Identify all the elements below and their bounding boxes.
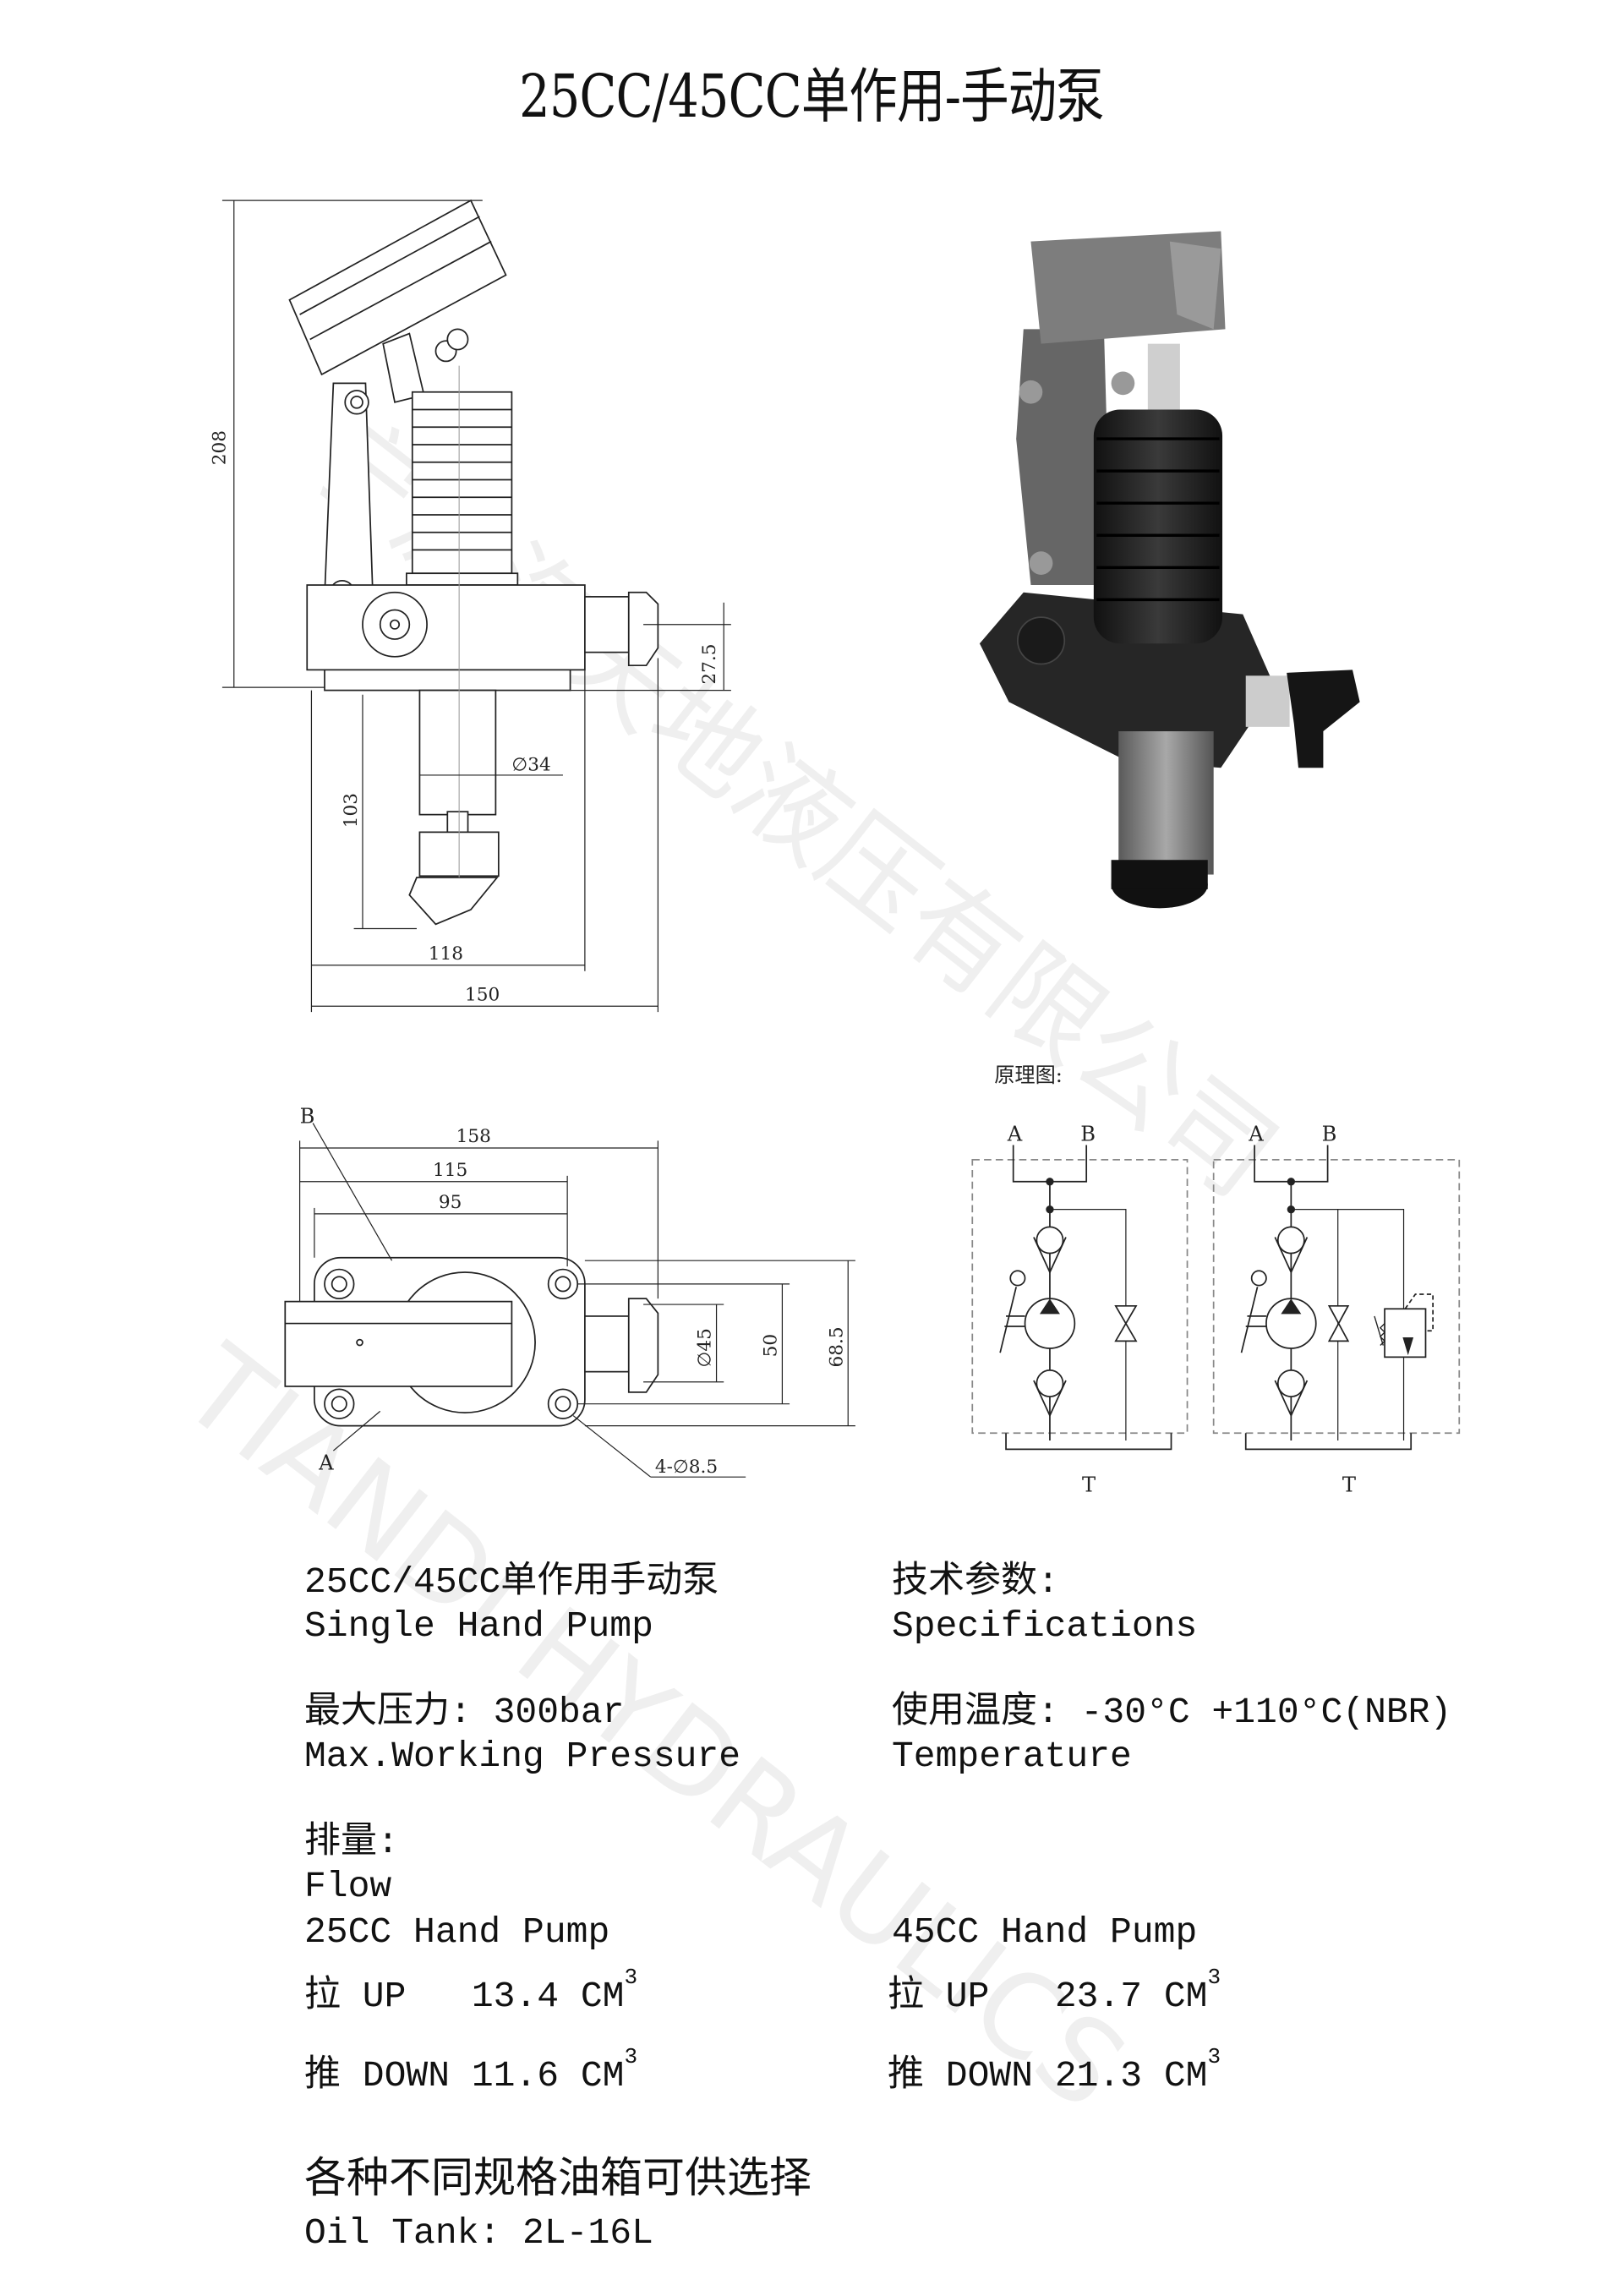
port-a-label: A bbox=[318, 1451, 334, 1475]
dim-95: 95 bbox=[439, 1192, 462, 1213]
release-knob bbox=[627, 591, 659, 667]
dim-diameter-45: ∅45 bbox=[695, 1328, 716, 1367]
pump45-down: 推 DOWN 21.3 CM3 bbox=[888, 2046, 1221, 2096]
dim-103: 103 bbox=[341, 793, 362, 828]
dim-118: 118 bbox=[429, 943, 463, 965]
link-arm bbox=[324, 382, 374, 598]
schematic-left-port-t: T bbox=[1082, 1473, 1096, 1496]
unit-exponent: 3 bbox=[1207, 2044, 1221, 2069]
schematic-left: A B T bbox=[971, 1122, 1189, 1496]
bellows bbox=[406, 391, 519, 586]
pump-3d-render bbox=[979, 231, 1360, 909]
specs-heading-cn: 技术参数: bbox=[892, 1561, 1059, 1603]
schematic-right: A B T bbox=[1212, 1122, 1461, 1496]
schematic-right-port-b: B bbox=[1322, 1122, 1337, 1145]
pump25-name: 25CC Hand Pump bbox=[304, 1911, 610, 1953]
dim-height-208: 208 bbox=[209, 430, 230, 465]
dim-27-5: 27.5 bbox=[699, 644, 720, 685]
base-plate bbox=[324, 669, 571, 692]
dim-158: 158 bbox=[456, 1126, 491, 1147]
page-title: 25CC/45CC单作用-手动泵 bbox=[519, 62, 1105, 131]
dim-diameter-34: ∅34 bbox=[511, 755, 550, 776]
pump-body bbox=[306, 584, 586, 671]
pressure-cn: 最大压力: 300bar bbox=[304, 1692, 625, 1733]
dim-150: 150 bbox=[465, 984, 500, 1005]
schematic-title: 原理图: bbox=[994, 1063, 1063, 1087]
dim-68-5: 68.5 bbox=[826, 1326, 847, 1367]
pump45-name: 45CC Hand Pump bbox=[892, 1911, 1198, 1953]
pump25-up-value: 拉 UP 13.4 CM bbox=[304, 1976, 625, 2017]
pump25-down-value: 推 DOWN 11.6 CM bbox=[304, 2055, 625, 2096]
port-b-label: B bbox=[300, 1105, 315, 1129]
pressure-en: Max.Working Pressure bbox=[304, 1736, 741, 1777]
handle bbox=[288, 199, 507, 376]
dim-holes: 4-∅8.5 bbox=[655, 1457, 718, 1478]
top-view-drawing: B A 158 115 95 ∅45 50 68.5 4-∅8.5 bbox=[284, 1105, 855, 1478]
temperature-cn: 使用温度: -30°C +110°C(NBR) bbox=[892, 1692, 1452, 1733]
dim-115: 115 bbox=[433, 1160, 467, 1181]
unit-exponent: 3 bbox=[624, 1965, 638, 1990]
pump45-down-value: 推 DOWN 21.3 CM bbox=[888, 2055, 1208, 2096]
tank-cn: 各种不同规格油箱可供选择 bbox=[304, 2157, 812, 2206]
schematic-right-port-a: A bbox=[1248, 1122, 1264, 1145]
pump25-down: 推 DOWN 11.6 CM3 bbox=[304, 2046, 637, 2096]
mounting-holes bbox=[324, 1268, 579, 1419]
unit-exponent: 3 bbox=[624, 2044, 638, 2069]
schematic-left-port-a: A bbox=[1007, 1122, 1023, 1145]
flow-cn: 排量: bbox=[304, 1822, 399, 1863]
unit-exponent: 3 bbox=[1207, 1965, 1221, 1990]
pump25-up: 拉 UP 13.4 CM3 bbox=[304, 1966, 637, 2017]
dim-50: 50 bbox=[760, 1334, 781, 1358]
inlet-fitting bbox=[408, 877, 499, 926]
pump45-up: 拉 UP 23.7 CM3 bbox=[888, 1966, 1221, 2017]
schematic-right-port-t: T bbox=[1342, 1473, 1356, 1496]
tank-en: Oil Tank: 2L-16L bbox=[304, 2212, 653, 2254]
pump45-up-value: 拉 UP 23.7 CM bbox=[888, 1976, 1208, 2017]
outlet-fitting bbox=[584, 596, 630, 653]
side-view-drawing: 208 27.5 103 ∅34 118 150 bbox=[209, 199, 731, 1013]
temperature-en: Temperature bbox=[892, 1736, 1132, 1777]
side-dimension-lines bbox=[221, 200, 731, 1013]
top-handle-socket bbox=[284, 1300, 513, 1387]
product-name-cn: 25CC/45CC单作用手动泵 bbox=[304, 1561, 719, 1603]
schematic-left-port-b: B bbox=[1080, 1122, 1096, 1145]
flow-en: Flow bbox=[304, 1866, 392, 1907]
cylinder bbox=[418, 689, 497, 816]
product-name-en: Single Hand Pump bbox=[304, 1605, 653, 1647]
specs-heading-en: Specifications bbox=[892, 1605, 1198, 1647]
